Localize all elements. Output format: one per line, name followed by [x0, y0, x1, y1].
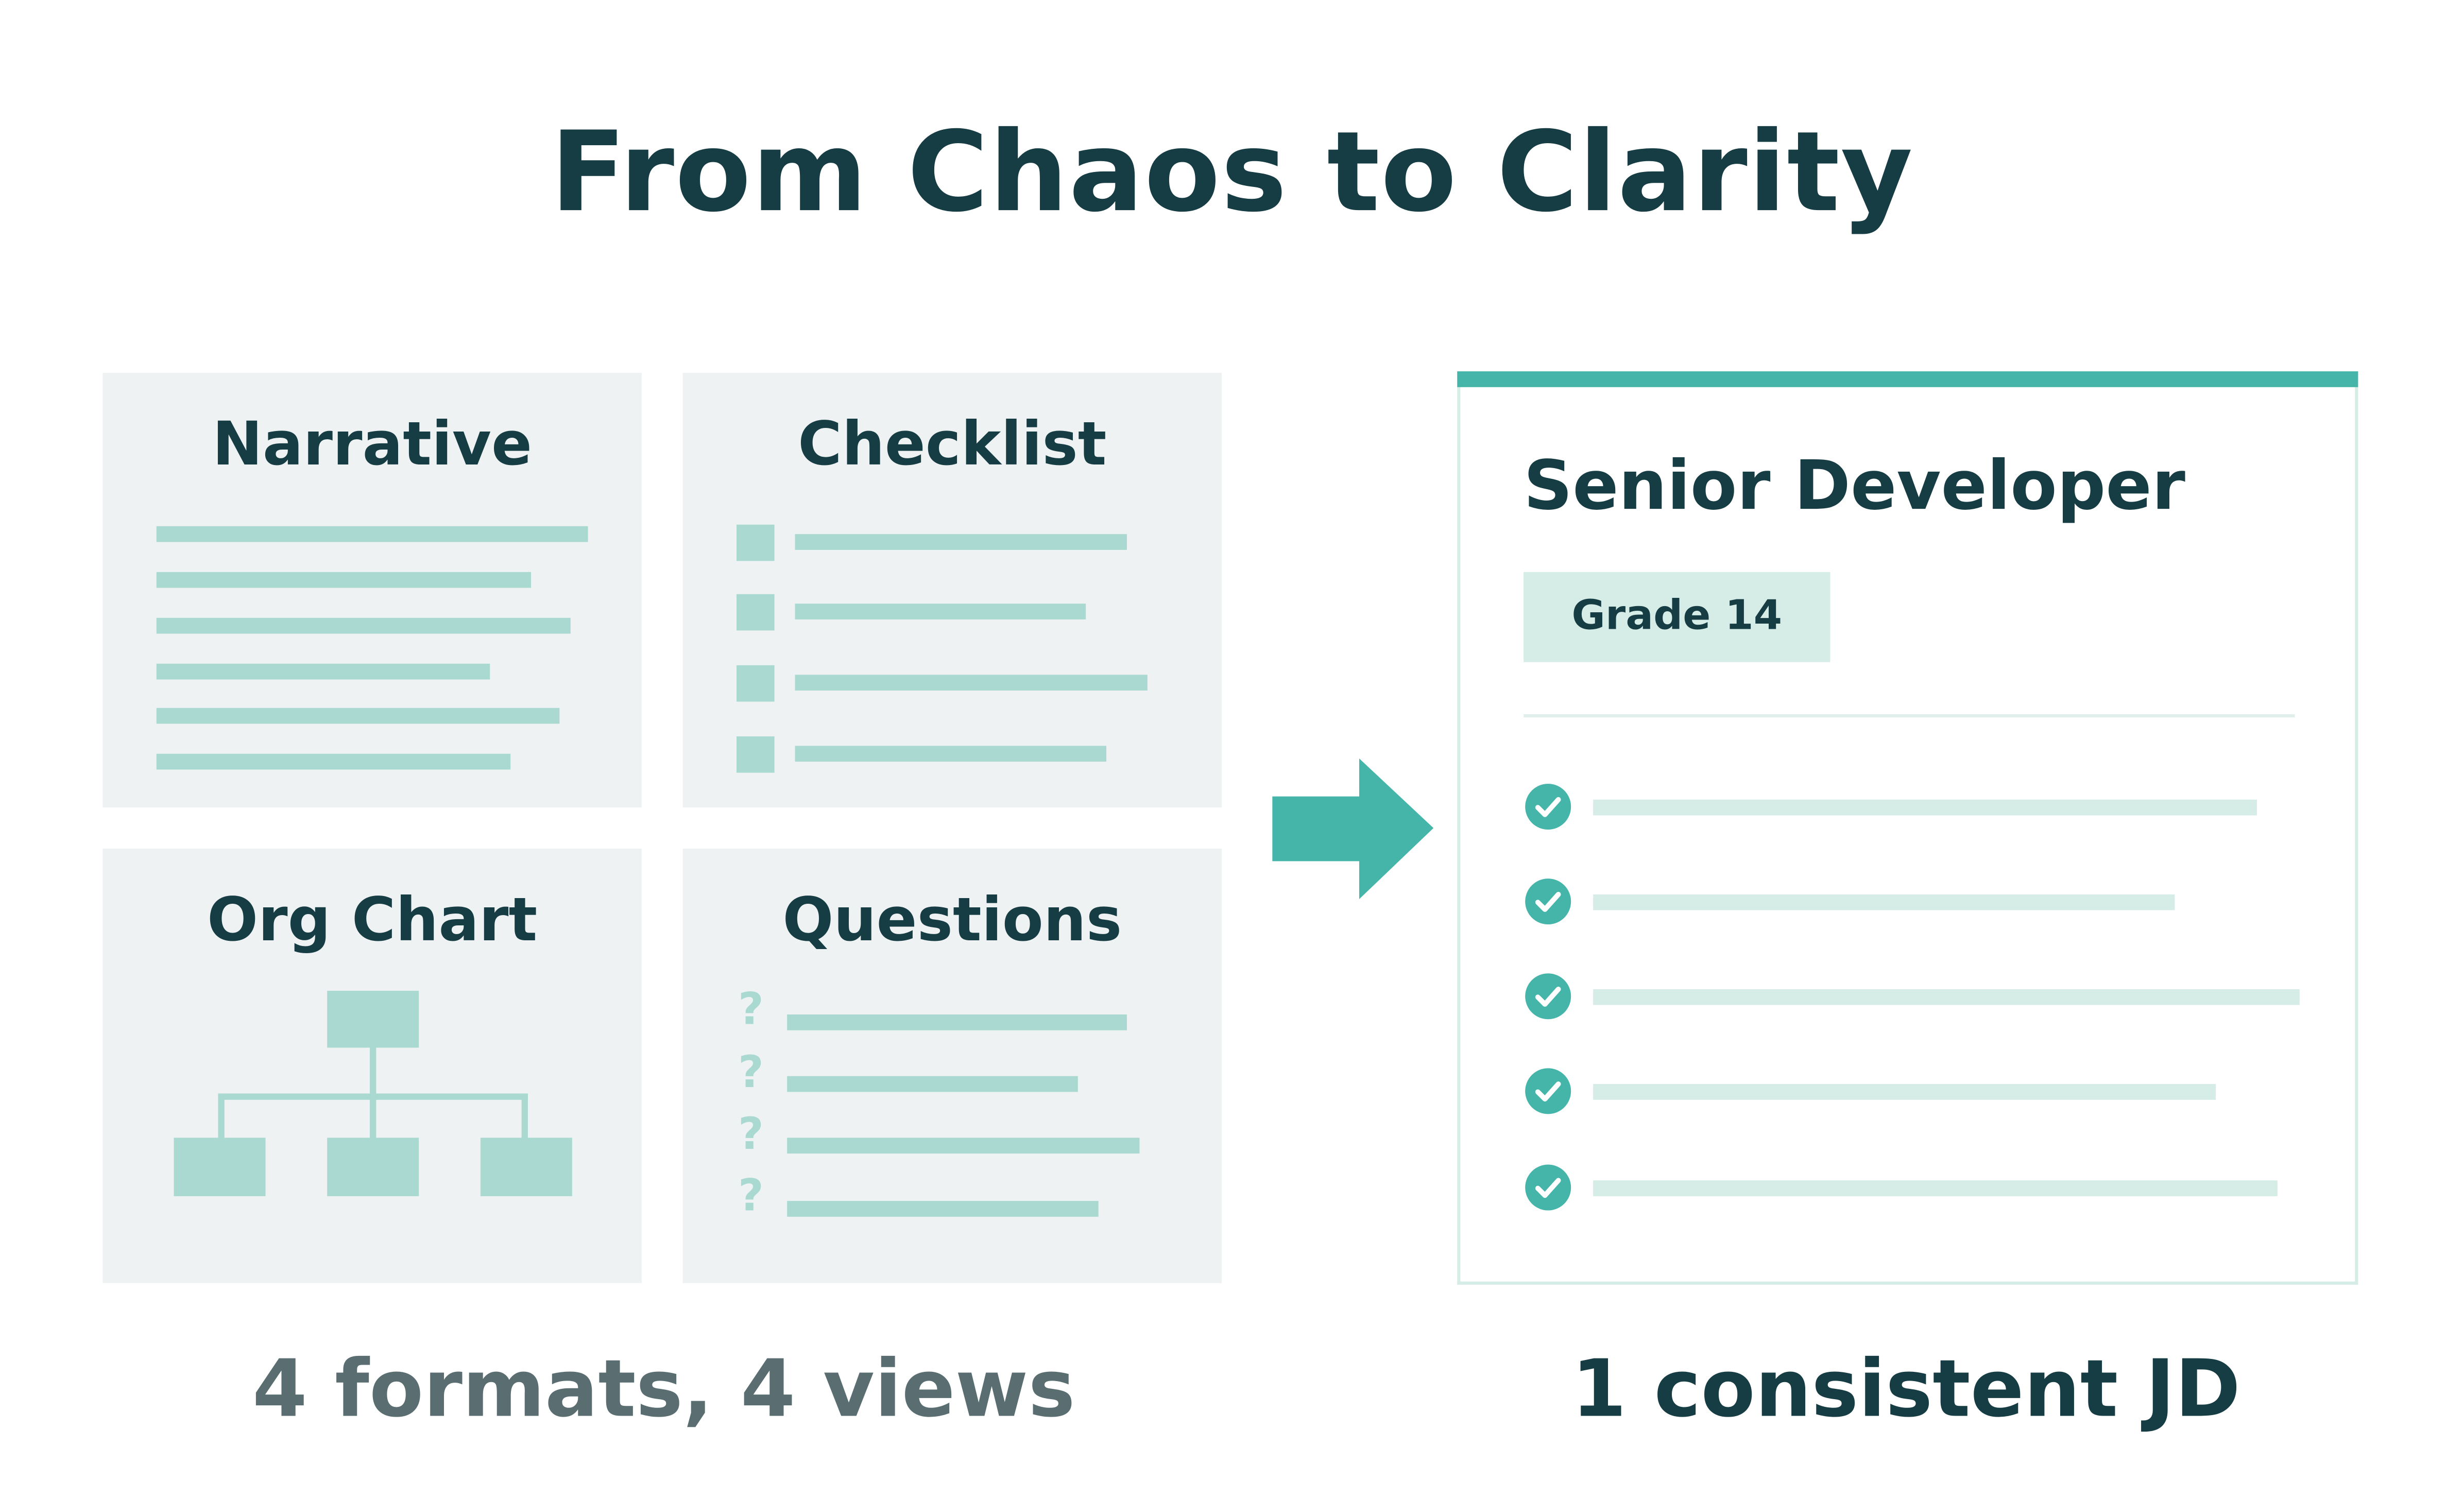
question-mark-icon: ?	[738, 1046, 764, 1098]
question-line	[787, 1138, 1140, 1154]
org-connector	[218, 1093, 225, 1141]
check-circle-icon	[1525, 879, 1571, 925]
question-mark-icon: ?	[738, 983, 764, 1035]
jd-accent-bar	[1457, 371, 2358, 387]
jd-requirement-line	[1593, 1180, 2278, 1196]
checkbox-square	[736, 736, 775, 773]
checkbox-square	[736, 594, 775, 631]
question-line	[787, 1014, 1127, 1030]
text-line	[156, 663, 490, 680]
checkbox-square	[736, 665, 775, 702]
narrative-card: Narrative	[102, 373, 642, 808]
jd-job-title: Senior Developer	[1524, 447, 2185, 526]
check-circle-icon	[1525, 1068, 1571, 1114]
diagram-title: From Chaos to Clarity	[550, 107, 1914, 237]
checklist-line	[795, 746, 1107, 762]
checkbox-square	[736, 524, 775, 561]
text-line	[156, 617, 571, 634]
check-circle-icon	[1525, 1164, 1571, 1211]
job-description-card: Senior Developer Grade 14	[1457, 371, 2358, 1285]
text-line	[156, 753, 511, 770]
jd-requirement-line	[1593, 989, 2300, 1005]
org-node-top	[327, 991, 419, 1048]
text-line	[156, 572, 532, 588]
consistent-jd-caption: 1 consistent JD	[1571, 1343, 2241, 1435]
question-line	[787, 1201, 1099, 1217]
grade-badge-label: Grade 14	[1571, 592, 1783, 640]
jd-requirement-line	[1593, 1084, 2216, 1100]
checklist-card: Checklist	[682, 373, 1222, 808]
arrow-right-icon	[1272, 758, 1434, 900]
checklist-line	[795, 534, 1127, 550]
org-connector	[370, 1047, 377, 1097]
grade-badge: Grade 14	[1524, 572, 1830, 662]
org-chart-card: Org Chart	[102, 848, 642, 1283]
org-connector	[521, 1093, 528, 1141]
jd-requirement-line	[1593, 799, 2257, 816]
jd-divider	[1524, 714, 2295, 718]
question-mark-icon: ?	[738, 1108, 764, 1160]
jd-requirement-line	[1593, 894, 2175, 910]
question-line	[787, 1076, 1078, 1092]
formats-caption: 4 formats, 4 views	[252, 1343, 1075, 1435]
questions-card-title: Questions	[782, 885, 1122, 955]
checklist-line	[795, 675, 1148, 691]
questions-card: Questions ? ? ? ?	[682, 848, 1222, 1283]
narrative-card-title: Narrative	[212, 409, 533, 479]
check-circle-icon	[1525, 973, 1571, 1020]
check-circle-icon	[1525, 784, 1571, 830]
checklist-card-title: Checklist	[798, 409, 1107, 479]
question-mark-icon: ?	[738, 1169, 764, 1222]
text-line	[156, 526, 588, 542]
checklist-line	[795, 604, 1086, 619]
org-connector	[370, 1093, 377, 1141]
text-line	[156, 708, 560, 724]
org-chart-card-title: Org Chart	[207, 885, 538, 955]
org-node-child	[327, 1138, 419, 1196]
org-node-child	[480, 1138, 572, 1196]
org-node-child	[174, 1138, 266, 1196]
